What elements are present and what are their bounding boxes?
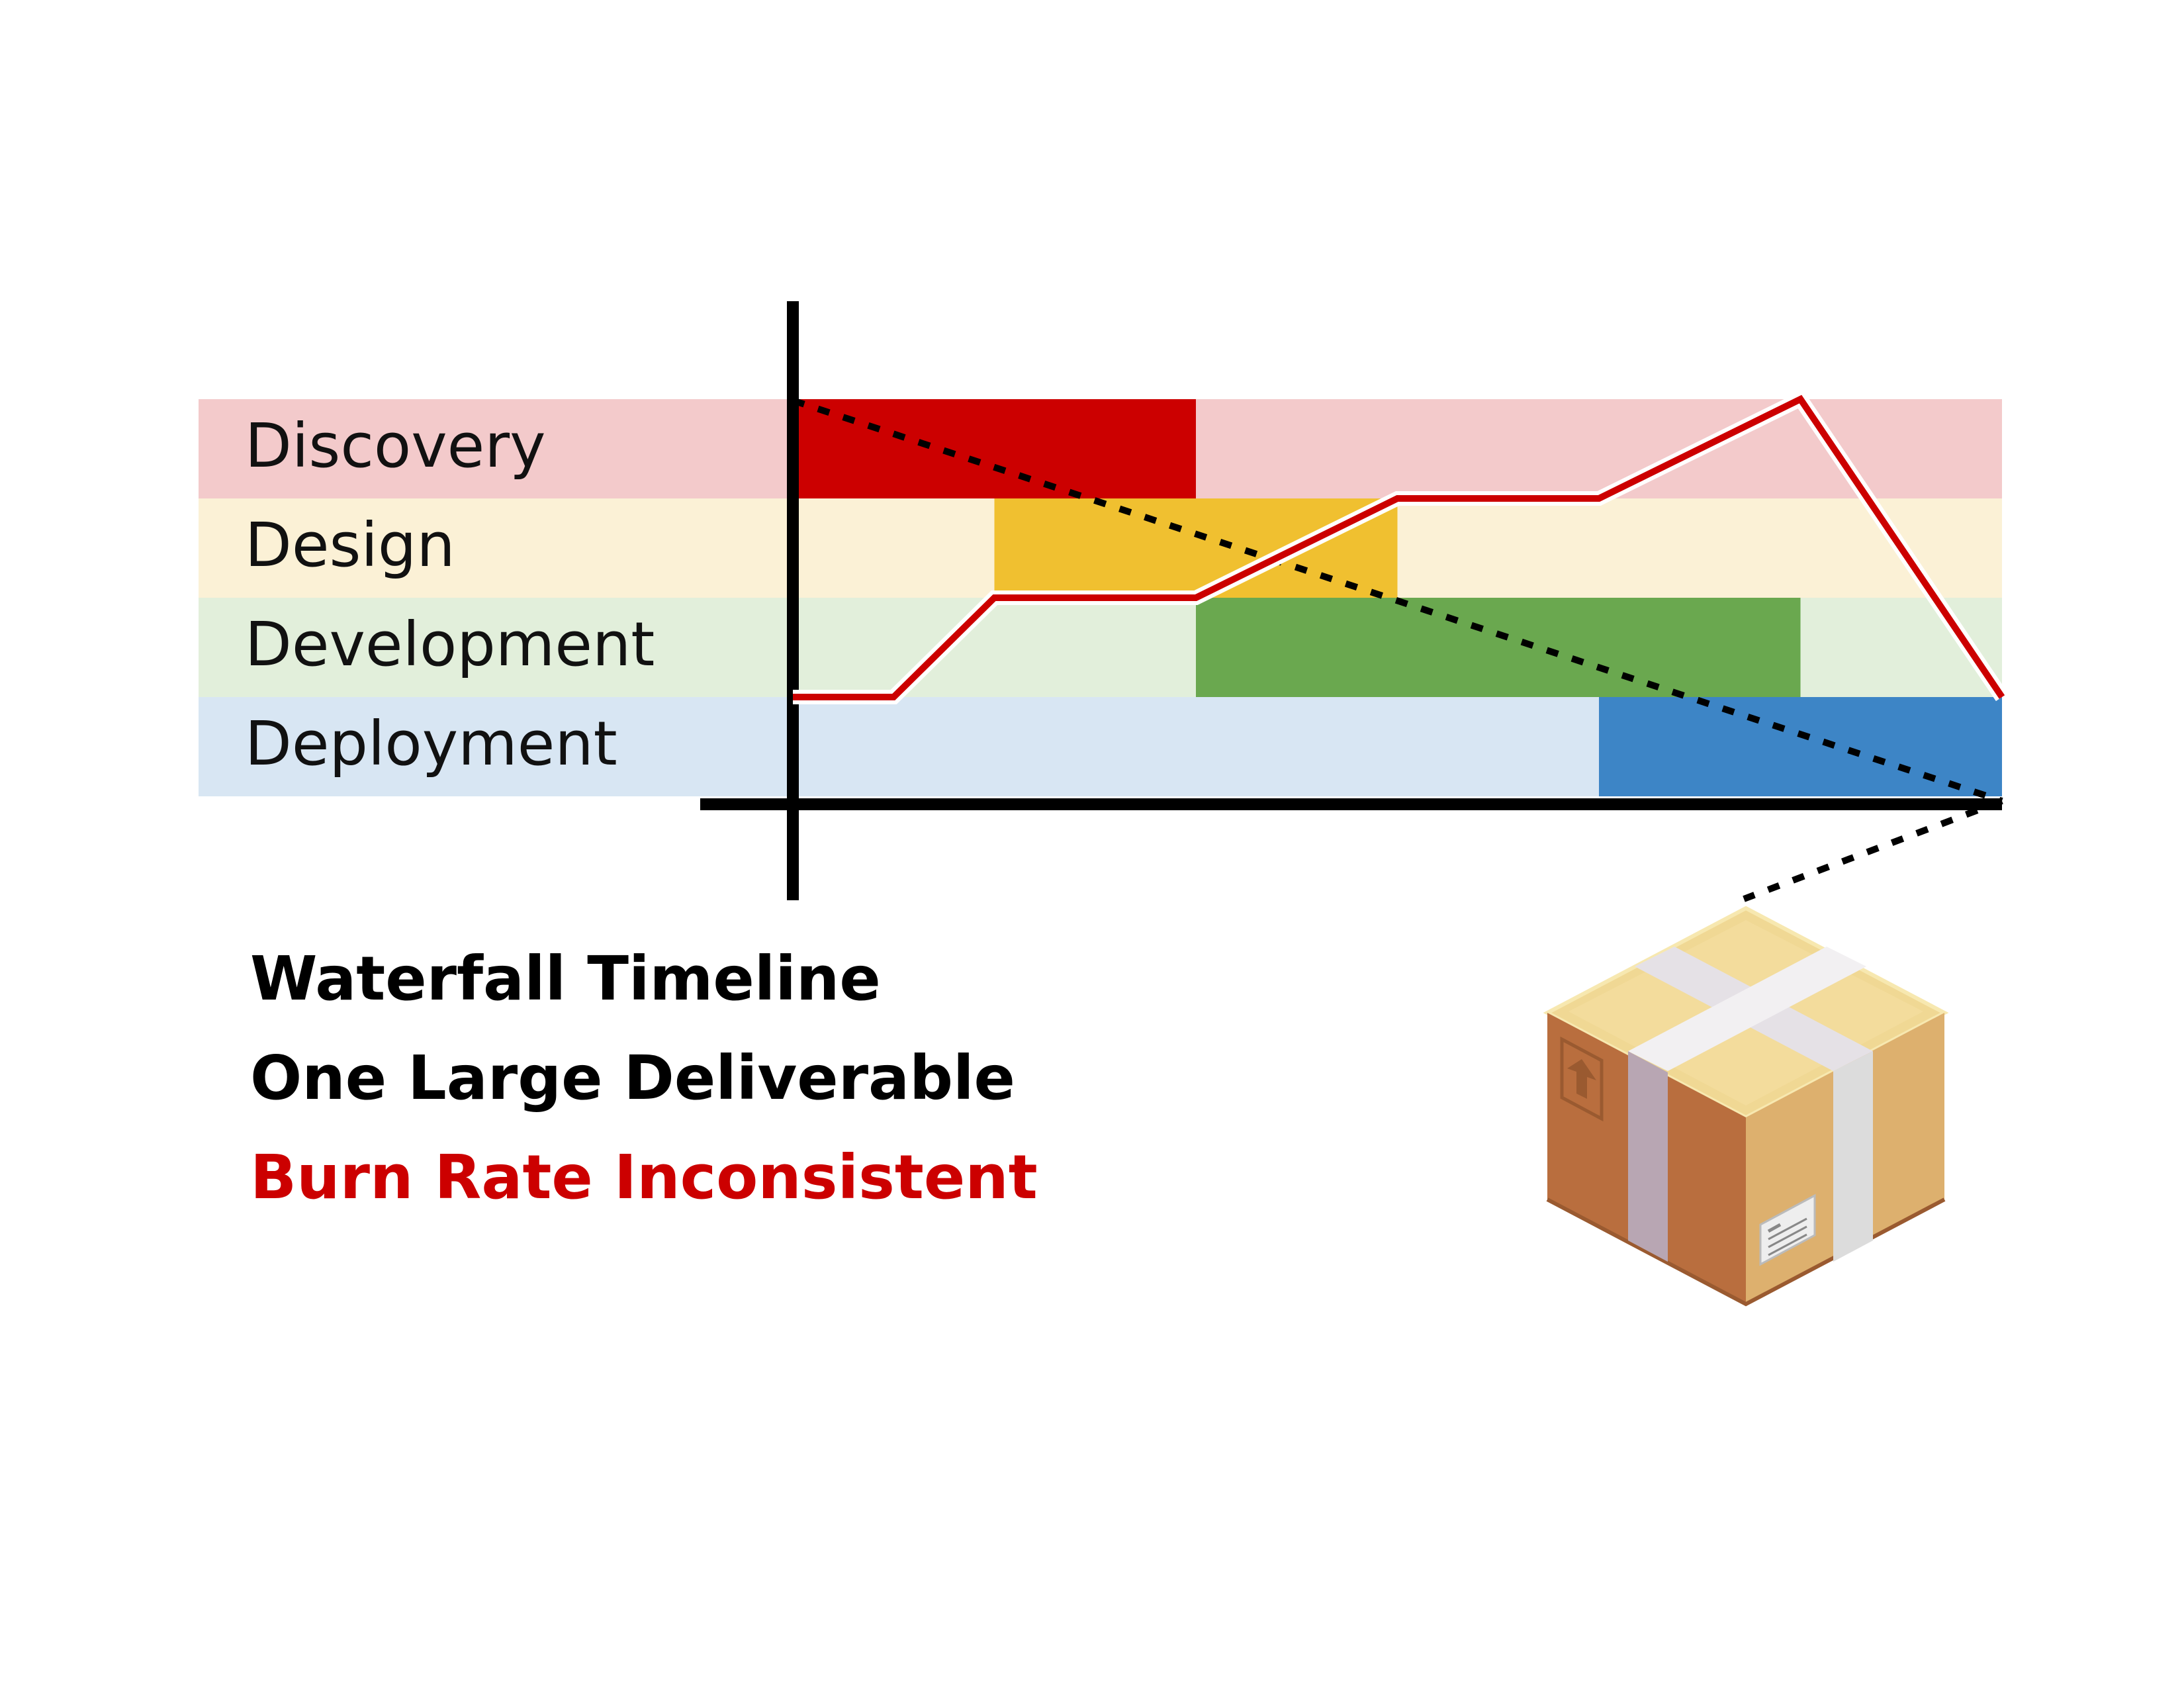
caption-burn-rate-inconsistent: Burn Rate Inconsistent — [250, 1142, 1038, 1213]
caption-one-large-deliverable: One Large Deliverable — [250, 1043, 1015, 1113]
captions: Waterfall Timeline One Large Deliverable… — [250, 943, 1038, 1213]
phase-labels: Discovery Design Development Deployment — [245, 410, 655, 779]
phase-bands — [199, 399, 2002, 796]
phase-label-deployment: Deployment — [245, 708, 617, 779]
phase-active-design — [994, 498, 1398, 598]
phase-label-design: Design — [245, 510, 455, 581]
deliverable-connector-line — [1743, 798, 2003, 902]
phase-active-development — [1196, 598, 1801, 697]
package-box-icon — [1543, 906, 1949, 1307]
phase-label-discovery: Discovery — [245, 410, 546, 481]
burn-rate-line — [793, 395, 2005, 700]
phase-active-deployment — [1599, 697, 2002, 796]
phase-active-discovery — [793, 399, 1196, 498]
phase-label-development: Development — [245, 609, 655, 680]
deliverable-trend-line — [792, 397, 2003, 804]
caption-waterfall-timeline: Waterfall Timeline — [250, 943, 881, 1014]
